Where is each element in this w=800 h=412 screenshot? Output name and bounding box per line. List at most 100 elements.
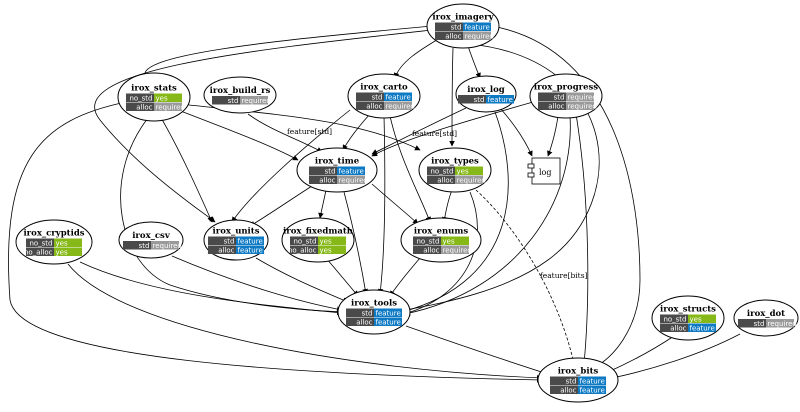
- badge-value: required: [242, 97, 271, 105]
- edge-types-enums: [442, 189, 453, 223]
- badge-key: std: [325, 167, 336, 175]
- badge-key-bg: [435, 31, 463, 40]
- badge-value: required: [568, 102, 597, 110]
- external-log-node: log: [527, 157, 561, 185]
- badge-value: yes: [56, 239, 68, 247]
- edge-imagery-bits: [491, 25, 641, 367]
- badge-key: std: [224, 237, 235, 245]
- badge-key: alloc: [218, 246, 234, 254]
- badge-key: alloc: [366, 102, 382, 110]
- badge-value: feature: [690, 324, 715, 332]
- badge-value-bg: [766, 319, 794, 328]
- badge-key: alloc: [548, 102, 564, 110]
- badge-value-bg: [236, 245, 264, 254]
- badge-key: std: [474, 96, 485, 104]
- badge-value: yes: [690, 315, 702, 323]
- node-title: irox_imagery: [432, 13, 494, 23]
- badge-key: std: [754, 320, 765, 328]
- node-title: irox_tools: [351, 299, 397, 309]
- node-title: irox_build_rs: [210, 86, 271, 96]
- edge-progress-external: [547, 115, 559, 157]
- edge-label-types-bits: feature[bits]: [540, 271, 588, 280]
- node-title: irox_time: [315, 157, 360, 167]
- badge-key-bg: [538, 92, 566, 101]
- edge-imagery-log: [467, 45, 481, 79]
- node-title: irox_dot: [747, 309, 785, 319]
- badge-key-bg: [208, 245, 236, 254]
- edge-buildrs-time: [247, 113, 323, 153]
- badge-value-bg: [463, 22, 491, 31]
- badge-value: yes: [457, 167, 469, 175]
- badge-key-bg: [738, 319, 766, 328]
- badge-value: feature: [376, 309, 401, 317]
- badge-value: required: [768, 320, 797, 328]
- node-title: irox_enums: [414, 227, 468, 237]
- badge-key-bg: [356, 92, 384, 101]
- badge-key-bg: [309, 166, 337, 175]
- edge-dot-bits: [611, 333, 741, 380]
- edge-units-tools: [255, 257, 349, 303]
- badge-key-bg: [427, 166, 455, 175]
- badge-value: yes: [156, 94, 168, 102]
- badge-value-bg: [318, 236, 346, 245]
- badge-key-bg: [660, 323, 688, 332]
- edge-tools-bits: [405, 325, 549, 376]
- badge-key: no_std: [293, 237, 316, 245]
- badge-key-bg: [26, 238, 54, 247]
- badge-key: alloc: [445, 32, 461, 40]
- badge-key-bg: [126, 93, 154, 102]
- badge-key-bg: [550, 376, 578, 385]
- badge-value-bg: [441, 236, 469, 245]
- badge-key: alloc: [319, 176, 335, 184]
- edge-stats-time: [177, 109, 299, 161]
- edge-types-tools: [403, 191, 478, 316]
- external-log-label: log: [539, 168, 552, 177]
- badge-value: feature: [238, 237, 263, 245]
- badge-key: alloc: [670, 324, 686, 332]
- badge-key: alloc: [423, 246, 439, 254]
- badge-key: no_std: [29, 239, 52, 247]
- badge-key-bg: [126, 102, 154, 111]
- badge-value: yes: [320, 246, 332, 254]
- badge-value: required: [153, 242, 182, 250]
- badge-value-bg: [566, 92, 594, 101]
- badge-key: std: [362, 309, 373, 317]
- edge-carto-time: [342, 113, 371, 151]
- badge-value: required: [443, 246, 472, 254]
- badge-key: alloc: [560, 386, 576, 394]
- badge-value-bg: [337, 166, 365, 175]
- badge-key-bg: [660, 314, 688, 323]
- badge-key: no_alloc: [288, 246, 317, 254]
- badge-value: required: [339, 176, 368, 184]
- badge-value-bg: [154, 93, 182, 102]
- edge-csv-tools: [171, 255, 343, 312]
- badge-key-bg: [550, 385, 578, 394]
- badge-value-bg: [318, 245, 346, 254]
- badge-key-bg: [458, 95, 486, 104]
- edge-label-stats-time: feature[std]: [287, 127, 332, 136]
- edge-enums-tools: [389, 257, 421, 297]
- node-title: irox_bits: [558, 367, 599, 377]
- badge-key-bg: [346, 308, 374, 317]
- edge-log-time: [371, 107, 467, 155]
- badge-value-bg: [374, 308, 402, 317]
- edge-cryptids-tools: [79, 261, 343, 316]
- node-title: irox_stats: [131, 84, 177, 94]
- node-title: irox_structs: [660, 305, 716, 315]
- badge-value: yes: [443, 237, 455, 245]
- badge-value-bg: [337, 175, 365, 184]
- edge-time-fixedmath: [318, 189, 327, 219]
- badge-value: yes: [320, 237, 332, 245]
- badge-key: std: [228, 97, 239, 105]
- badge-key: no_std: [416, 237, 439, 245]
